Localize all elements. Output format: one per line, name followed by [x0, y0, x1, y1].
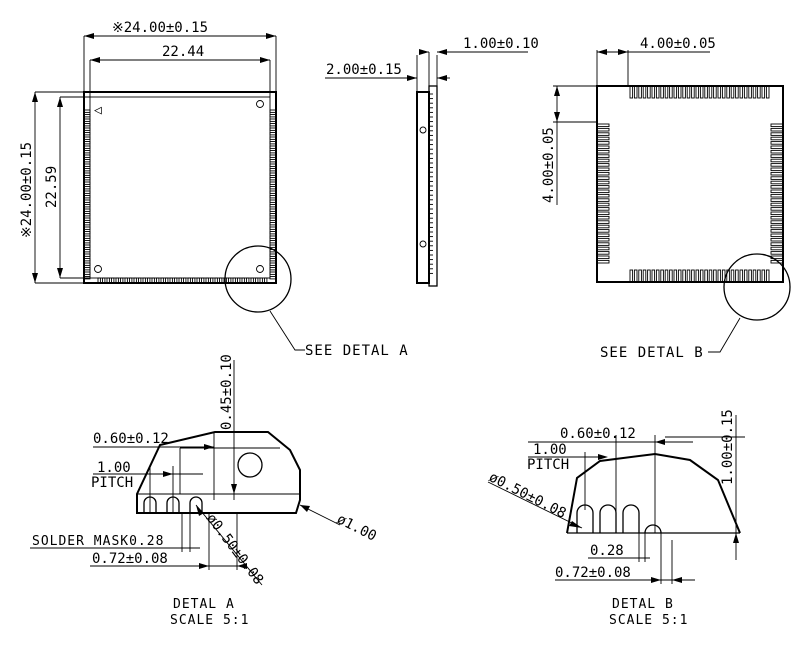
- dim-b-pitch-label: PITCH: [527, 457, 569, 473]
- dim-b-pad-length: 0.60±0.12: [560, 426, 636, 442]
- dim-a-pad-length: 0.60±0.12: [93, 431, 169, 447]
- detail-a: 0.60±0.12 0.45±0.10 1.00 PITCH SOLDER MA…: [30, 354, 379, 628]
- mounting-hole: [94, 265, 102, 273]
- detail-b: 0.60±0.12 1.00 PITCH ø0.50±0.08 1.00±0.1…: [486, 409, 745, 628]
- dim-a-radius: ø1.00: [334, 511, 379, 544]
- dim-corner-y: 4.00±0.05: [541, 127, 557, 203]
- dim-inner-height: 22.59: [44, 166, 60, 208]
- dim-a-solder-mask: SOLDER MASK0.28: [32, 534, 164, 549]
- dim-b-pad-width: 0.72±0.08: [555, 565, 631, 581]
- detail-a-hole: [237, 452, 263, 478]
- detail-b-circle: [723, 253, 791, 321]
- pin1-marker: ◁: [94, 103, 103, 118]
- detail-a-body: [136, 431, 301, 514]
- dim-inner-width: 22.44: [162, 44, 204, 60]
- dim-b-hole: ø0.50±0.08: [486, 469, 568, 522]
- dim-a-pitch-label: PITCH: [91, 475, 133, 491]
- dim-a-hole: ø0.50±0.08: [203, 511, 267, 588]
- top-view: ◁ ※24.00±0.15 22.44 ※24.00±0.15 22.59 SE…: [19, 20, 409, 359]
- callout-detail-a: SEE DETAL A: [305, 343, 409, 359]
- side-pins: [429, 93, 433, 274]
- module-inner-outline: [89, 96, 271, 279]
- dim-b-height: 1.00±0.15: [720, 409, 736, 485]
- dim-overall-width: ※24.00±0.15: [112, 20, 208, 36]
- detail-b-title: DETAL B: [612, 597, 674, 612]
- mounting-hole: [256, 265, 264, 273]
- dim-corner-x: 4.00±0.05: [640, 36, 716, 52]
- dim-b-pitch-value: 1.00: [533, 442, 567, 458]
- detail-a-circle: [224, 245, 292, 313]
- bottom-view: 4.00±0.05 4.00±0.05 SEE DETAL B: [541, 36, 791, 361]
- callout-detail-b: SEE DETAL B: [600, 345, 704, 361]
- mounting-hole: [256, 100, 264, 108]
- dim-a-edge: 0.45±0.10: [219, 354, 235, 430]
- detail-b-scale: SCALE 5:1: [609, 613, 688, 628]
- detail-a-title: DETAL A: [173, 597, 235, 612]
- module-bottom-outline: [596, 85, 784, 283]
- bottom-pads: [596, 85, 784, 283]
- detail-a-scale: SCALE 5:1: [170, 613, 249, 628]
- dim-a-pad-width: 0.72±0.08: [92, 551, 168, 567]
- shield-can: [416, 91, 430, 284]
- dim-a-pitch-value: 1.00: [97, 460, 131, 476]
- dim-overall-height: ※24.00±0.15: [19, 142, 35, 238]
- module-outline: [83, 91, 277, 284]
- dim-total-thickness: 2.00±0.15: [326, 62, 402, 78]
- castellated-pins: [83, 109, 277, 284]
- dim-pcb-thickness: 1.00±0.10: [463, 36, 539, 52]
- dim-b-gap: 0.28: [590, 543, 624, 559]
- side-view: 2.00±0.15 1.00±0.10: [325, 36, 539, 287]
